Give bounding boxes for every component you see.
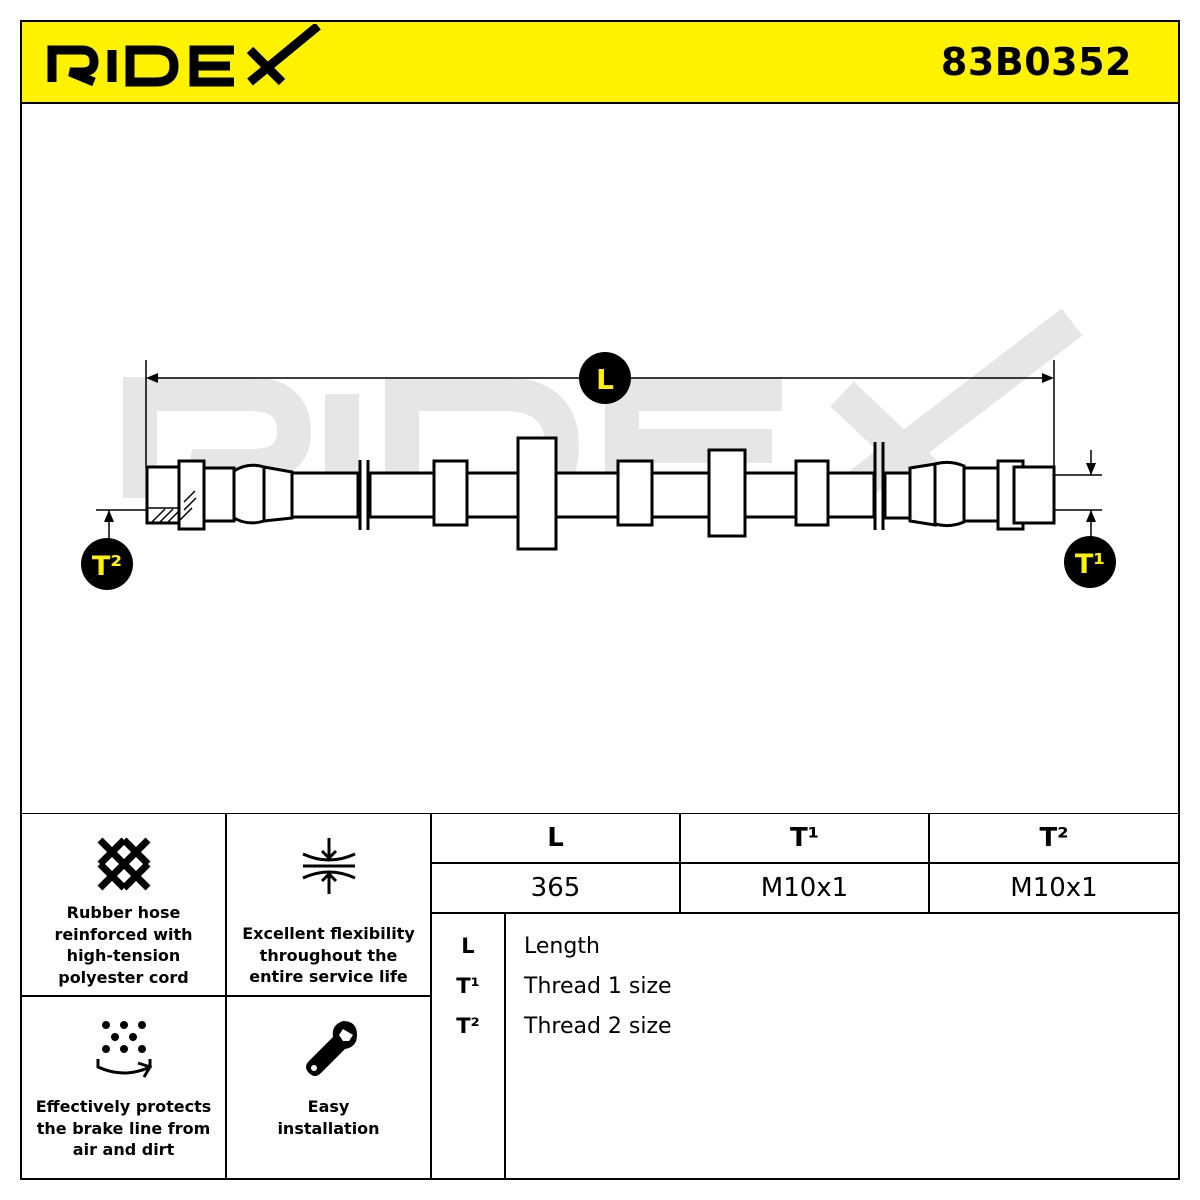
feature-label-line: polyester cord xyxy=(58,967,189,987)
feature-flexibility: Excellent flexibility throughout the ent… xyxy=(227,814,432,997)
compress-flex-icon xyxy=(301,838,356,894)
legend-key: L xyxy=(461,934,475,958)
L-badge-label: L xyxy=(596,363,614,396)
spec-value-L: 365 xyxy=(432,864,681,914)
ridex-logo xyxy=(47,24,321,87)
legend-desc: Length xyxy=(524,934,600,959)
spec-header-L: L xyxy=(432,814,681,864)
header-bar: 83B0352 xyxy=(22,22,1178,104)
feature-label-line: Effectively protects xyxy=(35,1097,212,1116)
hose-body xyxy=(145,436,1056,551)
spec-value-T2: M10x1 xyxy=(930,864,1178,914)
length-dimension: L xyxy=(145,352,1055,468)
legend-divider xyxy=(504,914,506,1180)
feature-grid: Rubber hose reinforced with high-tension… xyxy=(22,814,432,1180)
feature-installation: Easy installation xyxy=(227,997,432,1180)
legend-desc: Thread 1 size xyxy=(524,974,672,999)
feature-label-line: Rubber hose xyxy=(66,903,181,922)
legend-desc: Thread 2 size xyxy=(524,1014,672,1039)
thread-1-dimension: T¹ xyxy=(1054,450,1116,588)
T2-badge-label: T² xyxy=(92,551,122,582)
spec-value-T1: M10x1 xyxy=(681,864,930,914)
wrench-icon xyxy=(305,1021,357,1076)
feature-label-line: Excellent flexibility xyxy=(242,924,415,943)
legend-key: T¹ xyxy=(456,974,480,998)
spec-table: L T¹ T² 365 M10x1 M10x1 L Length T¹ Thre… xyxy=(432,814,1178,1180)
section-divider xyxy=(430,814,432,1180)
legend-key: T² xyxy=(456,1014,480,1038)
part-number: 83B0352 xyxy=(940,40,1132,84)
spec-header-T1: T¹ xyxy=(681,814,930,864)
hatched-thread-section xyxy=(148,490,197,523)
feature-label-line: Easy xyxy=(307,1097,350,1116)
feature-label-line: high-tension xyxy=(66,946,181,965)
T1-badge-label: T¹ xyxy=(1075,549,1105,580)
feature-protection: Effectively protects the brake line from… xyxy=(22,997,227,1180)
legend: L Length T¹ Thread 1 size T² Thread 2 si… xyxy=(432,914,1178,1180)
feature-label-line: throughout the xyxy=(259,945,398,965)
feature-label-line: air and dirt xyxy=(72,1140,175,1159)
dirt-protection-icon xyxy=(96,1021,152,1078)
thread-2-dimension: T² xyxy=(81,509,148,590)
spec-header-T2: T² xyxy=(930,814,1178,864)
feature-label-line: installation xyxy=(277,1118,380,1138)
feature-label-line: reinforced with xyxy=(54,924,193,944)
product-sheet: 83B0352 L xyxy=(20,20,1180,1180)
hose-drawing: L xyxy=(22,308,1178,814)
woven-cord-icon xyxy=(97,837,150,891)
break-marks xyxy=(358,442,885,530)
feature-label-line: the brake line from xyxy=(36,1118,211,1138)
feature-label-line: entire service life xyxy=(249,967,408,986)
feature-reinforced: Rubber hose reinforced with high-tension… xyxy=(22,814,227,997)
